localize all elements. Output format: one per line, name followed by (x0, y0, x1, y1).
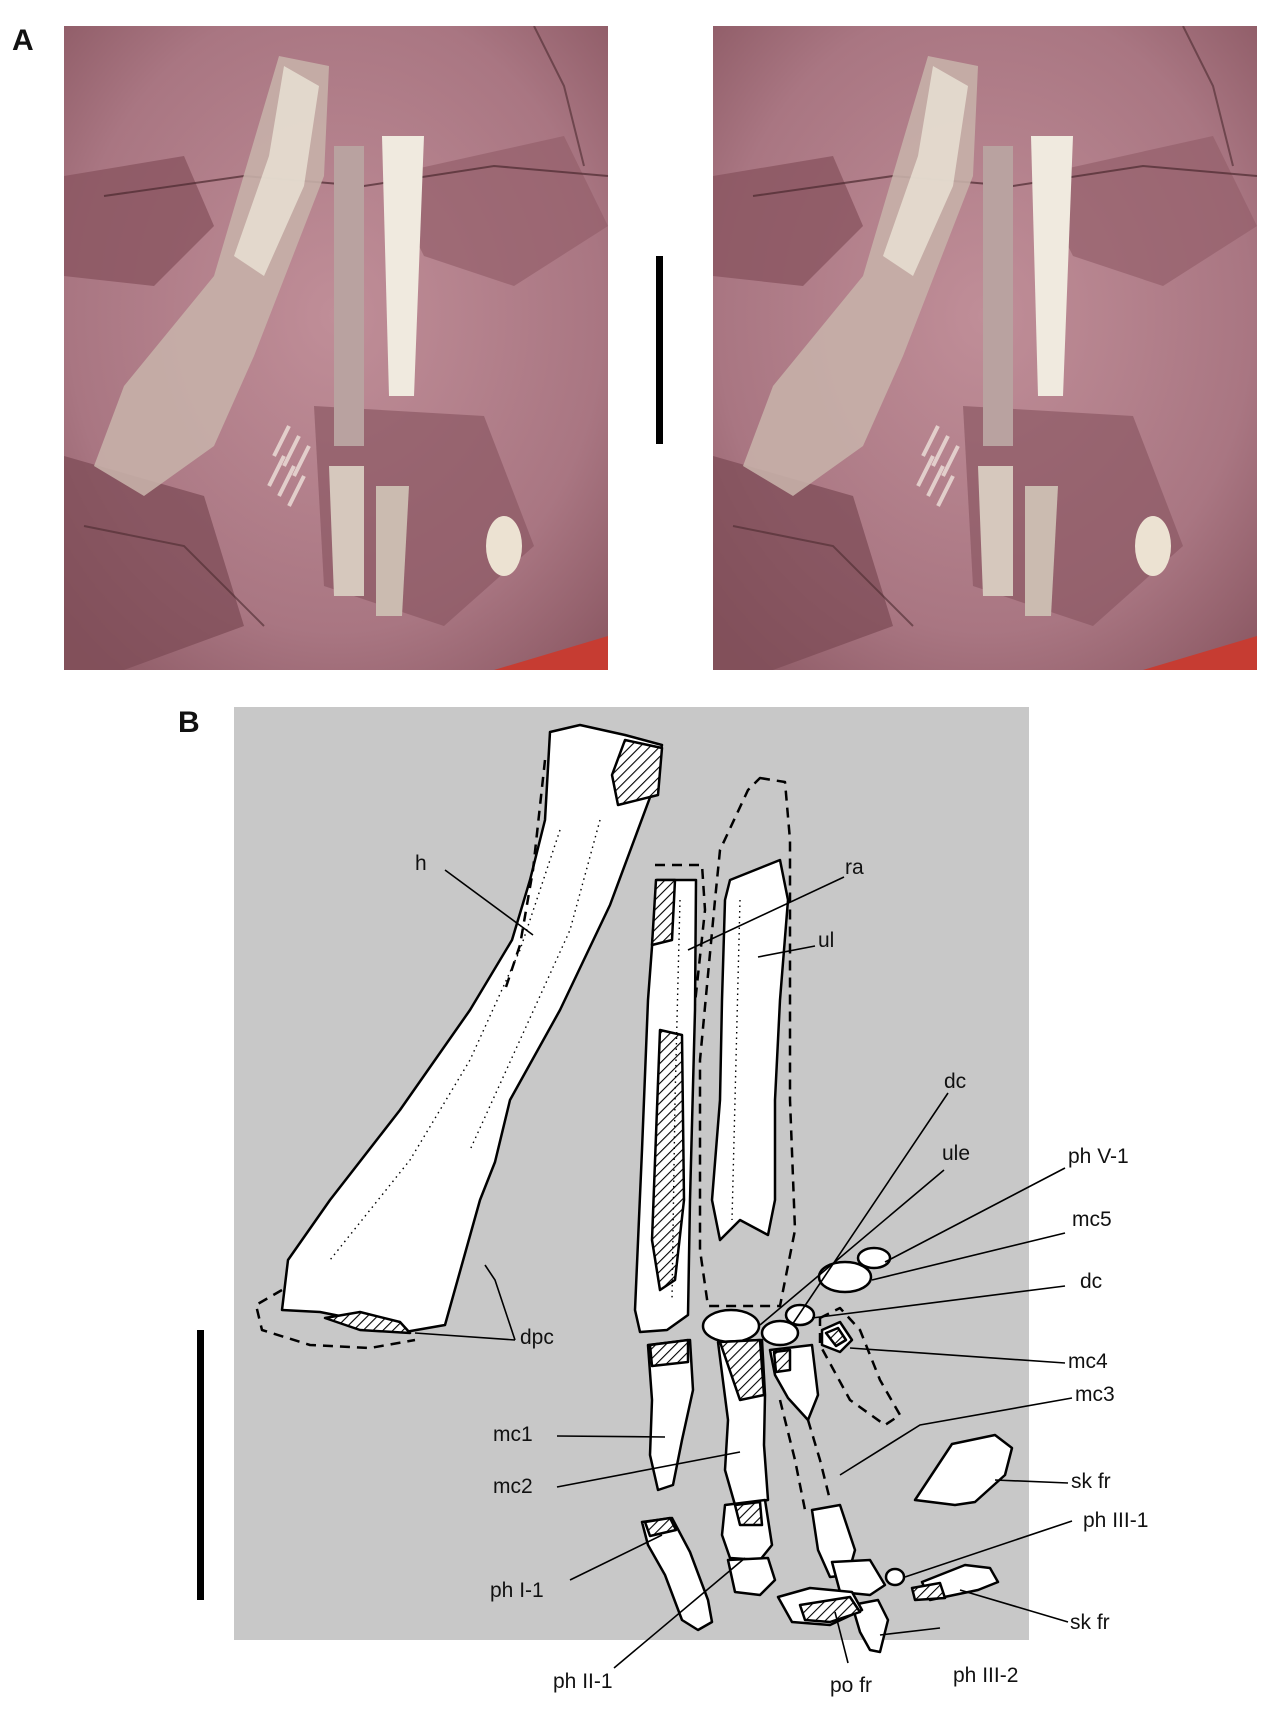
label-dpc: dpc (520, 1326, 554, 1349)
ph-i1-hatch (643, 1516, 678, 1538)
label-h: h (415, 852, 427, 875)
scale-bar-photo (656, 256, 663, 444)
ph-iii1-element (830, 1558, 887, 1597)
label-dc-lower: dc (1080, 1270, 1102, 1293)
label-dc-upper: dc (944, 1070, 966, 1093)
scale-bar-drawing (197, 1330, 204, 1600)
ph-iii2-element (850, 1598, 890, 1654)
label-ph-iii2: ph III-2 (953, 1664, 1018, 1687)
label-po-fr: po fr (830, 1674, 872, 1697)
label-ul: ul (818, 929, 834, 952)
sk-fr-lower-hatch (910, 1581, 947, 1602)
ph-ii1-distal (726, 1556, 777, 1597)
label-mc5: mc5 (1072, 1208, 1112, 1231)
panel-label-a: A (12, 24, 34, 57)
label-mc2: mc2 (493, 1475, 533, 1498)
sk-fr-upper-element (913, 1433, 1014, 1507)
label-ph-iii1: ph III-1 (1083, 1509, 1148, 1532)
ph-iii1-tip (884, 1567, 906, 1587)
mc5-element (817, 1260, 873, 1294)
radius-hatch-lower (650, 1028, 686, 1292)
humerus-broken-surface (610, 738, 664, 807)
label-mc4: mc4 (1068, 1350, 1108, 1373)
humerus-dpc-hatch (323, 1310, 412, 1335)
label-sk-fr-lower: sk fr (1070, 1611, 1110, 1634)
mc4-hatch (824, 1326, 848, 1348)
label-sk-fr-upper: sk fr (1071, 1470, 1111, 1493)
ph-v1-element (856, 1246, 892, 1270)
ph-i1-element (640, 1516, 714, 1632)
mc1-hatch (648, 1338, 690, 1368)
label-ph-ii1: ph II-1 (553, 1670, 613, 1693)
label-ule: ule (942, 1142, 970, 1165)
humerus-missing-outline (254, 759, 547, 1350)
label-mc3: mc3 (1075, 1383, 1115, 1406)
mc1-element (646, 1338, 695, 1492)
label-mc1: mc1 (493, 1423, 533, 1446)
dc-carpal-lower (784, 1303, 816, 1327)
mc3-dashed-outline (778, 1399, 832, 1511)
mc2-hatch (718, 1338, 766, 1402)
label-ph-v1: ph V-1 (1068, 1145, 1129, 1168)
radius-hatch-upper (650, 878, 677, 947)
panel-label-b: B (178, 706, 200, 739)
mc3-hatch (772, 1348, 792, 1374)
ph-ii1-hatch (733, 1500, 764, 1527)
ulna-dashed-outline (698, 776, 797, 1308)
ule-carpal (701, 1308, 761, 1344)
label-ph-i1: ph I-1 (490, 1579, 544, 1602)
label-ra: ra (845, 856, 864, 879)
dc-carpal-upper (760, 1319, 800, 1347)
po-fr-hatch (798, 1595, 862, 1624)
